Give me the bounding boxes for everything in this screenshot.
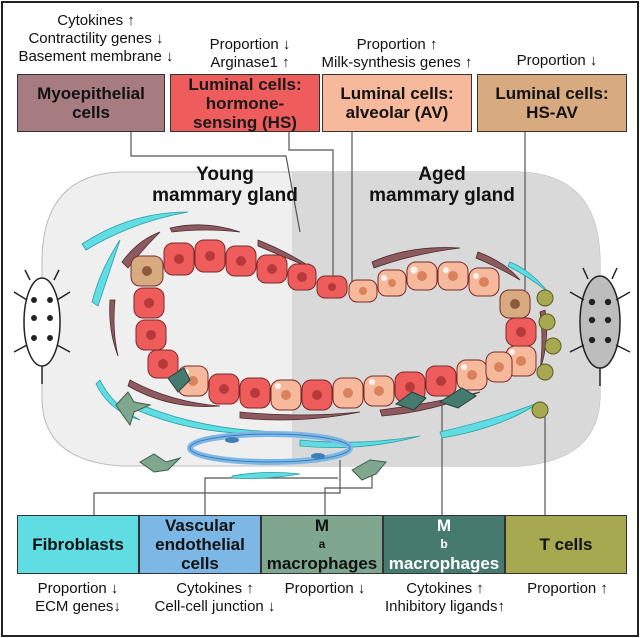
box-label: cells	[72, 103, 110, 122]
title-line: Young	[196, 164, 254, 185]
note-line: ECM genes↓	[35, 598, 121, 615]
tcells-notes: Proportion ↑	[510, 580, 625, 598]
luminal-av-box: Luminal cells:alveolar (AV)	[322, 74, 472, 132]
note-line: Proportion ↓	[516, 52, 598, 69]
mb-notes: Cytokines ↑ Inhibitory ligands↑	[370, 580, 520, 616]
t-cells	[531, 289, 562, 419]
note-line: Proportion ↑	[527, 580, 608, 597]
box-label: T cells	[539, 535, 593, 554]
box-label-subscript: b	[440, 537, 448, 551]
box-label: endothelial	[155, 535, 245, 554]
box-label: HS-AV	[526, 103, 578, 122]
luminal-hsav-box: Luminal cells:HS-AV	[477, 74, 627, 132]
cell-nuclei	[142, 251, 526, 400]
box-label: Fibroblasts	[32, 535, 124, 554]
myoepithelial-notes: Cytokines ↑ Contractility genes ↓ Baseme…	[8, 12, 184, 66]
note-line: Milk-synthesis genes ↑	[321, 54, 473, 71]
hs-notes: Proportion ↓ Arginase1 ↑	[190, 36, 310, 72]
note-line: Proportion ↑	[356, 36, 438, 53]
title-line: Aged	[418, 164, 466, 185]
box-label: macrophages	[388, 554, 500, 573]
blood-vessel	[187, 431, 353, 465]
myoepithelial-layer	[109, 224, 548, 421]
av-notes: Proportion ↑ Milk-synthesis genes ↑	[304, 36, 490, 72]
ma-macrophage-cells	[115, 391, 387, 481]
box-label: Luminal cells:	[188, 74, 302, 94]
note-line: Inhibitory ligands↑	[384, 598, 506, 615]
box-label: hormone-	[205, 93, 285, 113]
box-label: Vascular	[165, 516, 235, 535]
title-line: mammary gland	[152, 185, 298, 206]
fibroblasts-notes: Proportion ↓ ECM genes↓	[10, 580, 146, 616]
box-label: macrophages	[266, 554, 378, 573]
box-label: M	[436, 516, 452, 535]
box-label-subscript: a	[318, 537, 326, 551]
note-line: Cell-cell junction ↓	[154, 598, 276, 615]
note-line: Proportion ↓	[284, 580, 366, 597]
title-line: mammary gland	[369, 185, 515, 206]
box-label: M	[314, 516, 330, 535]
box-label: sensing (HS)	[193, 112, 297, 132]
aged-gland-title: Aged mammary gland	[362, 164, 522, 206]
note-line: Proportion ↓	[209, 36, 291, 53]
note-line: Arginase1 ↑	[210, 54, 290, 71]
young-gland-title: Young mammary gland	[150, 164, 300, 206]
young-mouse-icon	[13, 269, 71, 384]
note-line: Proportion ↓	[37, 580, 119, 597]
connector-lines	[93, 124, 546, 515]
fibroblasts-box: Fibroblasts	[17, 515, 139, 574]
box-label: Luminal cells:	[495, 84, 609, 103]
box-label: cells	[181, 554, 219, 573]
note-line: Cytokines ↑	[176, 580, 254, 597]
t-cells-box: T cells	[505, 515, 627, 574]
aged-mouse-icon	[569, 267, 631, 386]
hsav-notes: Proportion ↓	[492, 52, 622, 70]
box-label: alveolar (AV)	[345, 103, 449, 122]
mb-macrophage-cells	[167, 367, 477, 411]
box-label: Myoepithelial	[37, 84, 145, 103]
note-line: Cytokines ↑	[57, 12, 135, 29]
vascular-notes: Cytokines ↑ Cell-cell junction ↓	[140, 580, 290, 616]
note-line: Cytokines ↑	[406, 580, 484, 597]
note-line: Basement membrane ↓	[18, 48, 174, 65]
note-line: Contractility genes ↓	[28, 30, 164, 47]
luminal-hs-box: Luminal cells:hormone-sensing (HS)	[170, 74, 320, 132]
box-label: Luminal cells:	[340, 84, 454, 103]
ma-notes: Proportion ↓	[270, 580, 380, 598]
